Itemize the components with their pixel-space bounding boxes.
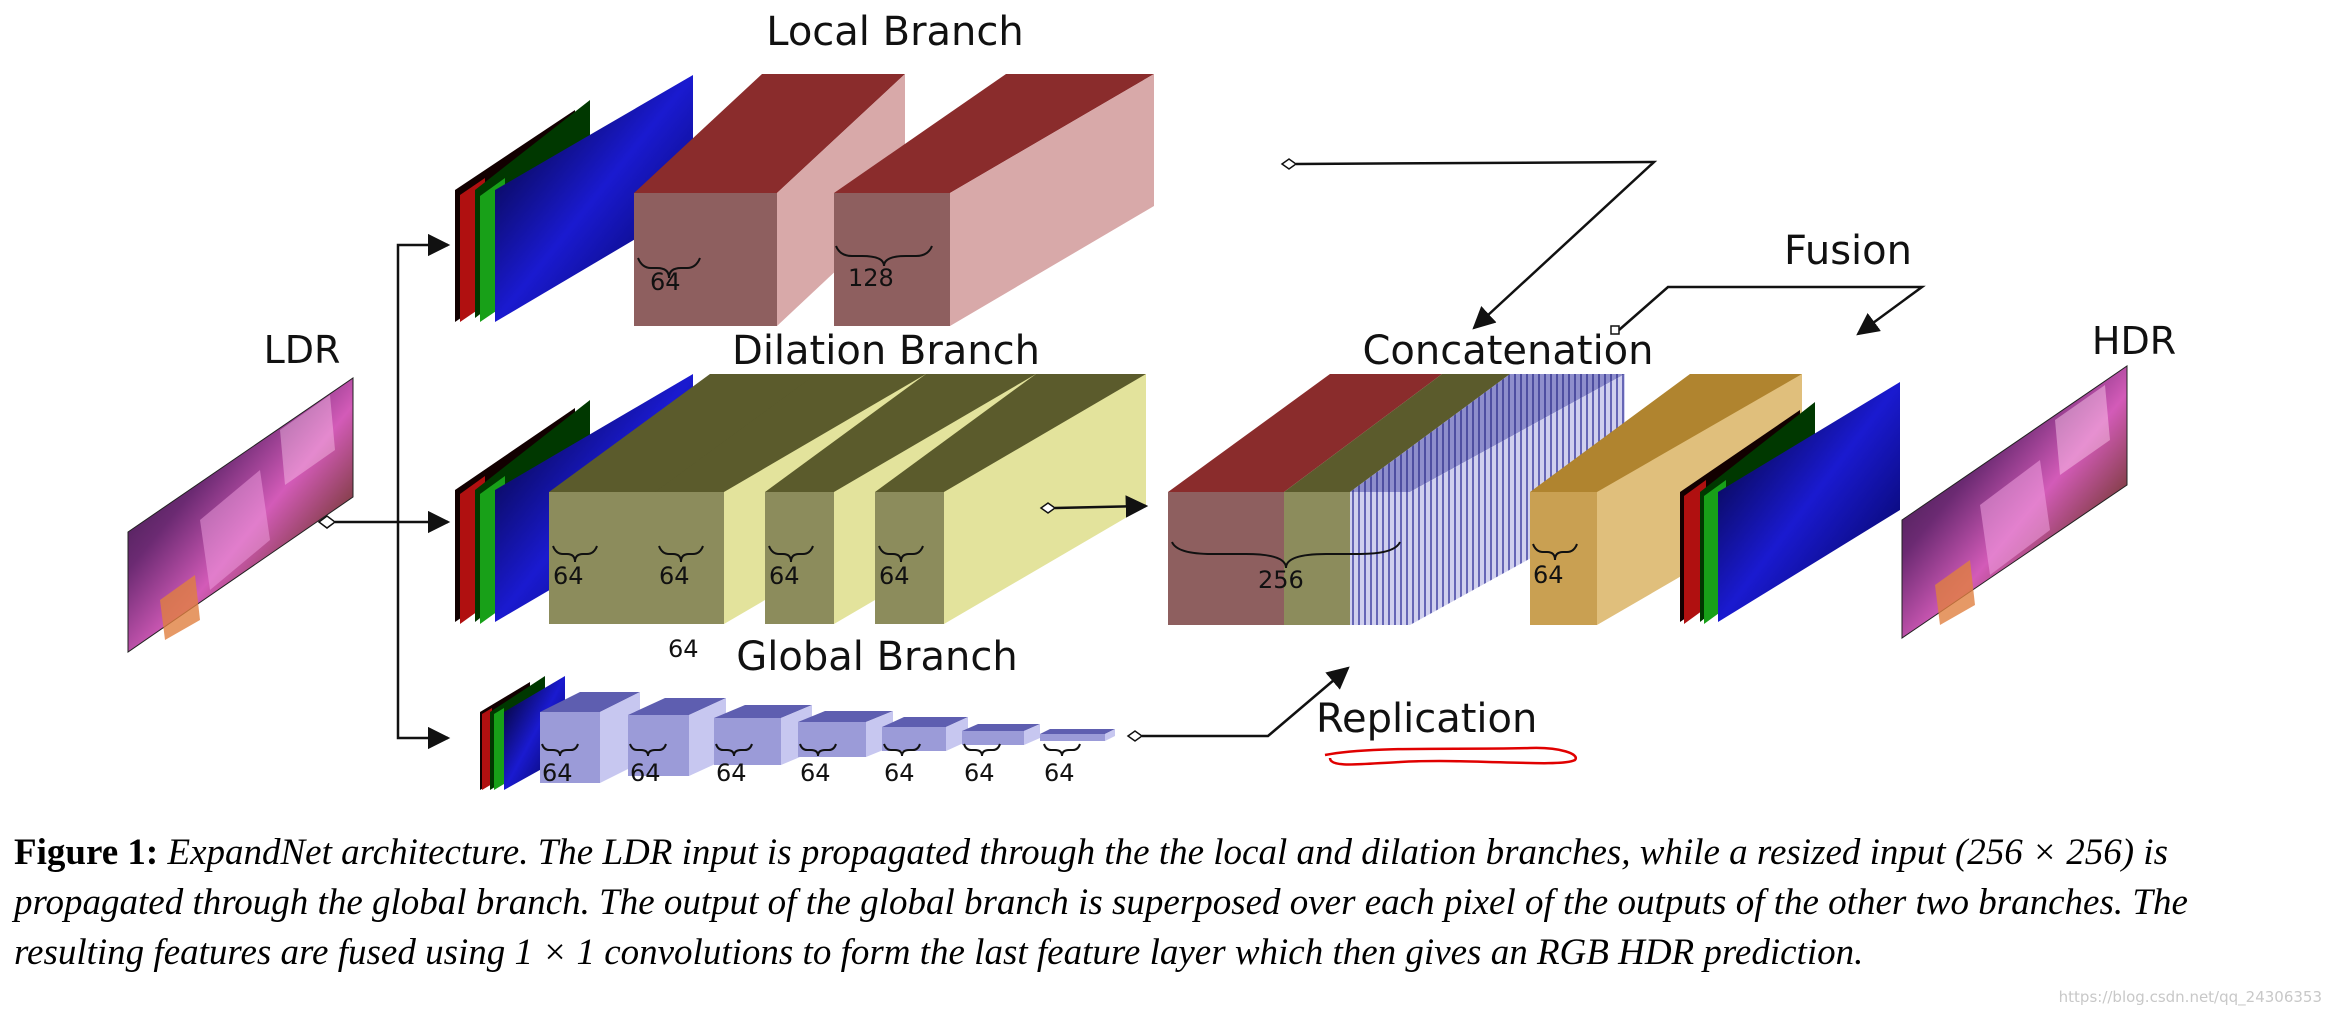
- global-channel-7: 64: [1044, 759, 1075, 787]
- ldr-label: LDR: [264, 328, 341, 372]
- local-branch-label: Local Branch: [766, 9, 1023, 55]
- global-braces: [541, 743, 1081, 757]
- dilation-channel-3: 64: [769, 562, 800, 590]
- replication-label: Replication: [1316, 696, 1537, 742]
- local-input-stack: [455, 75, 693, 322]
- fusion-label: Fusion: [1784, 228, 1912, 274]
- local-brace-2: [835, 245, 933, 267]
- global-conv-layer-1: [540, 692, 640, 783]
- global-to-replication-arrow: [1126, 666, 1350, 742]
- ldr-input-image: [127, 377, 354, 653]
- concat-to-fusion-arrow: [1610, 285, 1926, 336]
- global-channel-5: 64: [884, 759, 915, 787]
- hdr-output-image: [1901, 365, 2128, 639]
- local-brace-1: [637, 257, 701, 279]
- global-channel-1: 64: [542, 759, 573, 787]
- dilation-channel-4: 64: [879, 562, 910, 590]
- fusion-brace: [1532, 543, 1578, 561]
- local-conv-layer-2: [834, 74, 1154, 326]
- local-to-concat-arrow: [1280, 158, 1658, 330]
- dilation-channel-below: 64: [668, 635, 699, 663]
- caption-text: ExpandNet architecture. The LDR input is…: [14, 832, 2188, 973]
- fusion-channel: 64: [1533, 561, 1564, 589]
- input-connectors: [317, 233, 451, 750]
- global-channel-2: 64: [630, 759, 661, 787]
- global-conv-layer-4: [798, 711, 893, 757]
- figure-caption: Figure 1: ExpandNet architecture. The LD…: [14, 828, 2314, 978]
- dilation-conv-layer-4: [875, 374, 1146, 624]
- expandnet-diagram: LDR Local Branch 64 128 Dilation Branch: [127, 9, 2176, 790]
- global-conv-layer-5: [882, 717, 968, 751]
- dilation-branch-label: Dilation Branch: [732, 328, 1040, 374]
- concat-brace: [1171, 541, 1401, 569]
- dilation-braces: [552, 545, 924, 563]
- global-channel-3: 64: [716, 759, 747, 787]
- dilation-to-concat-arrow: [1039, 495, 1149, 518]
- caption-label: Figure 1:: [14, 832, 159, 873]
- global-channel-4: 64: [800, 759, 831, 787]
- concatenation-block: [1168, 374, 1625, 625]
- local-channel-2: 128: [848, 264, 894, 292]
- watermark: https://blog.csdn.net/qq_24306353: [2058, 988, 2322, 1006]
- concatenation-label: Concatenation: [1362, 328, 1653, 374]
- dilation-channel-2: 64: [659, 562, 690, 590]
- concat-channel: 256: [1258, 566, 1304, 594]
- global-conv-layer-6: [962, 724, 1040, 745]
- global-channel-6: 64: [964, 759, 995, 787]
- local-conv-layer-1: [634, 74, 905, 326]
- rgb-output-stack: [1680, 382, 1900, 624]
- hdr-label: HDR: [2092, 319, 2176, 363]
- dilation-channel-1: 64: [553, 562, 584, 590]
- global-conv-layer-7: [1040, 729, 1115, 741]
- replication-underline: [1324, 746, 1577, 766]
- global-branch-label: Global Branch: [736, 634, 1017, 680]
- local-channel-1: 64: [650, 268, 681, 296]
- global-conv-layer-3: [714, 705, 812, 765]
